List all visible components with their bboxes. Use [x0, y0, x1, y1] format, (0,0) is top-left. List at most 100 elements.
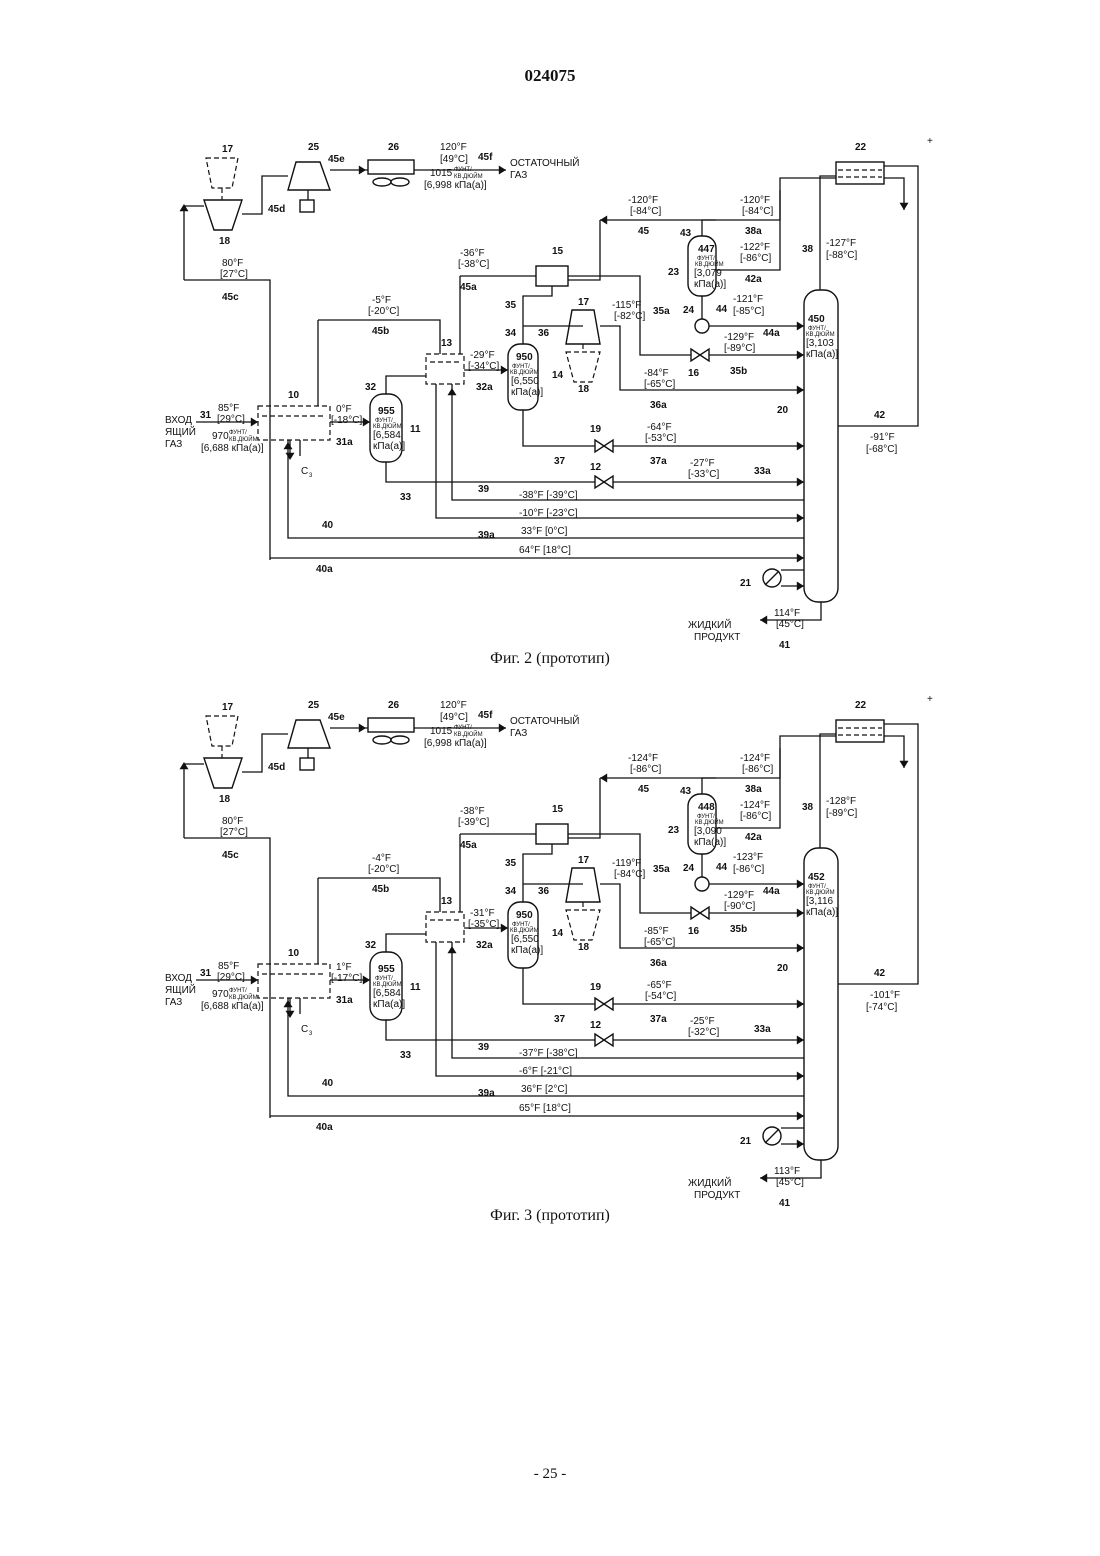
arrow-45c	[180, 204, 189, 211]
expander-17	[566, 310, 600, 344]
label-n44: 44	[716, 304, 728, 315]
label-c45c: [27°C]	[220, 269, 248, 280]
arrow-44a	[797, 880, 804, 889]
label-c37a: [-53°C]	[645, 433, 676, 444]
label-inlet2: ЯЩИЙ	[165, 425, 196, 438]
label-t39a: -10°F [-23°C]	[519, 508, 578, 519]
label-p14: 950	[516, 352, 533, 363]
label-p45f: 1015	[430, 168, 453, 179]
label-t40a: 65°F [18°C]	[519, 1103, 571, 1114]
label-p20: 450	[808, 314, 825, 325]
label-n42a: 42a	[745, 274, 762, 285]
arrow-44a	[797, 322, 804, 331]
label-n42: 42	[874, 410, 886, 421]
label-t33a: -27°F	[690, 458, 715, 469]
label-t31a: 0°F	[336, 404, 352, 415]
heat-exchanger-22	[836, 720, 884, 742]
heat-exchanger-10	[258, 964, 330, 998]
label-n45e: 45e	[328, 154, 345, 165]
label-c38a: [-84°C]	[742, 206, 773, 217]
label-t35b: -129°F	[724, 890, 754, 901]
pipe-45-to-15	[568, 220, 600, 280]
pipe-32	[386, 934, 426, 952]
label-n45e: 45e	[328, 712, 345, 723]
label-n33a: 33a	[754, 1024, 771, 1035]
label-n33: 33	[400, 1050, 412, 1061]
label-t42a: -124°F	[740, 800, 770, 811]
label-t37a: -65°F	[647, 980, 672, 991]
label-n35a: 35a	[653, 864, 670, 875]
label-n19: 19	[590, 424, 602, 435]
arrow-c3	[286, 453, 295, 460]
label-n35a: 35a	[653, 306, 670, 317]
label-n11: 11	[410, 424, 421, 435]
label-t45f: 120°F	[440, 142, 467, 153]
arrow-40a	[797, 554, 804, 563]
label-n37: 37	[554, 1014, 566, 1025]
pipe-37	[523, 410, 595, 446]
label-n35: 35	[505, 858, 517, 869]
label-pu45f: ФУНТ/	[454, 725, 472, 731]
arrow-45e	[359, 724, 366, 733]
label-pu31: ФУНТ/	[229, 430, 247, 436]
label-n45c: 45c	[222, 850, 239, 861]
heat-exchanger-22	[836, 162, 884, 184]
label-c31: [29°C]	[217, 972, 245, 983]
label-n45: 45	[638, 226, 650, 237]
label-t44a: -121°F	[733, 294, 763, 305]
label-pk11: [6,584	[373, 988, 401, 999]
label-pk20b: кПа(а)]	[806, 907, 838, 918]
label-n42: 42	[874, 968, 886, 979]
label-t45: -120°F	[628, 195, 658, 206]
fan-26a	[373, 736, 391, 744]
label-c31a: [-17°C]	[331, 973, 362, 984]
valve-19	[595, 998, 613, 1010]
label-p14: 950	[516, 910, 533, 921]
label-c38: [-88°C]	[826, 250, 857, 261]
label-n38: 38	[802, 802, 814, 813]
label-c44a: [-85°C]	[733, 306, 764, 317]
label-n25: 25	[308, 142, 320, 153]
label-t45c: 80°F	[222, 258, 243, 269]
label-n34: 34	[505, 886, 517, 897]
valve-12	[595, 1034, 613, 1046]
label-n12: 12	[590, 462, 602, 473]
label-n18b: 18	[578, 384, 590, 395]
arrow-45	[600, 216, 607, 225]
label-t41: 114°F	[774, 608, 800, 619]
label-n35b: 35b	[730, 924, 747, 935]
expander-17	[566, 868, 600, 902]
label-liq1: ЖИДКИЙ	[688, 618, 731, 631]
label-pk43b: кПа(а)]	[694, 837, 726, 848]
label-t33a: -25°F	[690, 1016, 715, 1027]
label-n39a: 39a	[478, 1088, 495, 1099]
label-c37a: [-54°C]	[645, 991, 676, 1002]
label-residue2: ГАЗ	[510, 170, 527, 181]
label-n34: 34	[505, 328, 517, 339]
pipe-32	[386, 376, 426, 394]
label-n45: 45	[638, 784, 650, 795]
pipe-40	[288, 998, 804, 1096]
label-c33a: [-32°C]	[688, 1027, 719, 1038]
arrow-37a	[797, 442, 804, 451]
fan-26a	[373, 178, 391, 186]
label-t39: -38°F [-39°C]	[519, 490, 578, 501]
arrow-36a	[797, 386, 804, 395]
label-pu31b: КВ.ДЮЙМ	[229, 435, 258, 443]
label-p31: 970	[212, 431, 229, 442]
label-inlet1: ВХОД	[165, 973, 192, 984]
label-n24: 24	[683, 305, 695, 316]
arrow-31a	[363, 976, 370, 985]
label-c42a: [-86°C]	[740, 811, 771, 822]
label-c41: [45°C]	[776, 619, 804, 630]
label-c45b: [-20°C]	[368, 306, 399, 317]
label-pu14b: КВ.ДЮЙМ	[510, 926, 539, 934]
label-c33a: [-33°C]	[688, 469, 719, 480]
heat-exchanger-13	[426, 354, 464, 384]
label-n11: 11	[410, 982, 421, 993]
label-pk45f: [6,998 кПа(а)]	[424, 738, 487, 749]
pipe-45c-to-18	[184, 764, 204, 838]
label-n39: 39	[478, 1042, 490, 1053]
figure-2-diagram: 1718252645e45d45f120°F[49°C]1015ФУНТ/КВ.…	[0, 130, 1100, 650]
label-pk20: [3,116	[806, 896, 833, 907]
